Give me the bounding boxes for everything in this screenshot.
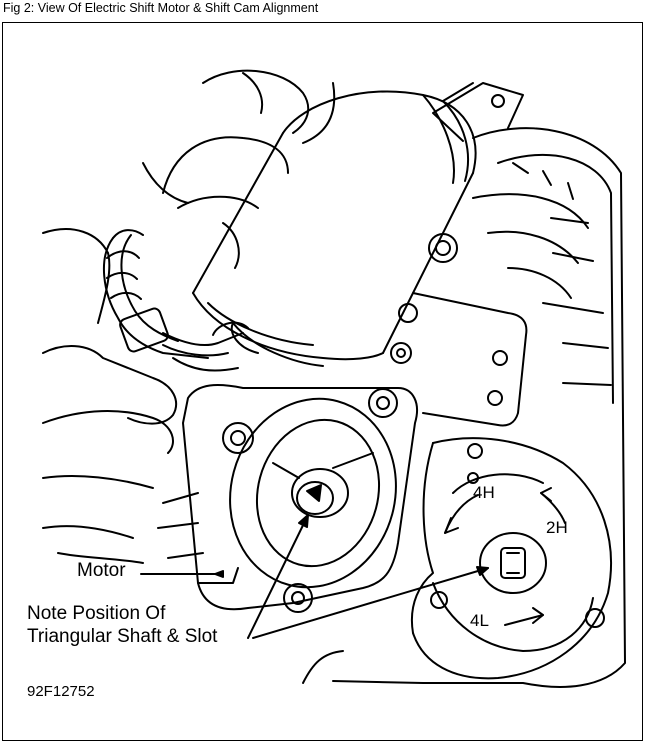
- figure-code: 92F12752: [27, 683, 95, 700]
- motor-end-housing: [157, 384, 418, 613]
- line-illustration: [42, 69, 626, 688]
- wiring-harness: [102, 229, 249, 372]
- motor-label: Motor: [77, 560, 126, 581]
- shift-cam-plate: [410, 437, 612, 680]
- figure-frame: 4H 2H 4L Motor Note Position Of Triangul…: [2, 22, 643, 741]
- figure-caption: Fig 2: View Of Electric Shift Motor & Sh…: [3, 1, 319, 15]
- note-label-line2: Triangular Shaft & Slot: [27, 626, 218, 647]
- transfer-case-housing: [302, 82, 626, 688]
- shaft-leader-line: [247, 514, 309, 639]
- cam-marking-4h: 4H: [473, 483, 495, 502]
- electric-shift-motor: [192, 90, 477, 367]
- cam-marking-4l: 4L: [470, 611, 489, 630]
- leader-lines: [140, 514, 489, 639]
- technician-hands: [42, 69, 336, 564]
- slot-leader-line: [252, 567, 489, 639]
- mounting-bracket: [390, 292, 528, 427]
- cam-marking-2h: 2H: [546, 518, 568, 537]
- note-label-line1: Note Position Of: [27, 603, 166, 624]
